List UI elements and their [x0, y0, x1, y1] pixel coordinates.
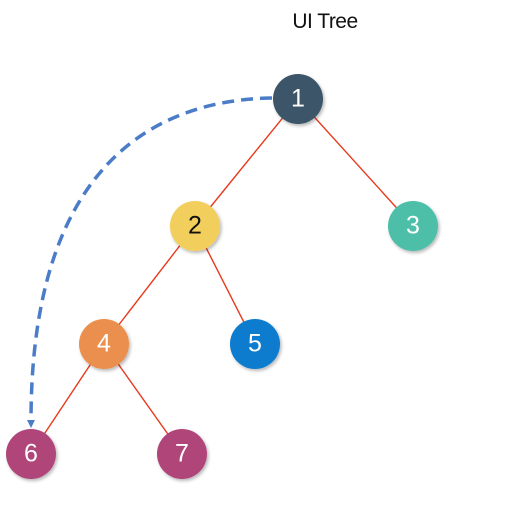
edges-layer: [30, 98, 414, 455]
tree-node-circle-7: [157, 429, 207, 479]
diagram-title: UI Tree: [292, 10, 358, 33]
nodes-layer: 1 2 3 4 5 6 7: [6, 74, 438, 479]
tree-node-circle-5: [230, 319, 280, 369]
tree-node-2: 2: [170, 201, 220, 251]
tree-node-3: 3: [388, 201, 438, 251]
tree-node-4: 4: [79, 319, 129, 369]
tree-node-label-7: 7: [175, 440, 189, 468]
tree-node-label-1: 1: [291, 85, 305, 113]
tree-node-1: 1: [273, 74, 323, 124]
tree-node-circle-6: [6, 429, 56, 479]
tree-node-label-6: 6: [24, 440, 38, 468]
tree-node-circle-3: [388, 201, 438, 251]
tree-node-label-4: 4: [97, 330, 111, 358]
tree-node-5: 5: [230, 319, 280, 369]
edge-1-2: [194, 98, 299, 227]
tree-node-circle-1: [273, 74, 323, 124]
edge-1-3: [297, 98, 414, 227]
jump-arrow-1-to-6: [26, 96, 273, 428]
tree-node-7: 7: [157, 429, 207, 479]
tree-node-circle-2: [170, 201, 220, 251]
tree-node-label-3: 3: [406, 212, 420, 240]
tree-node-6: 6: [6, 429, 56, 479]
tree-node-circle-4: [79, 319, 129, 369]
tree-node-label-5: 5: [248, 330, 262, 358]
jump-arrow-layer: [26, 96, 273, 428]
tree-node-label-2: 2: [188, 212, 202, 240]
